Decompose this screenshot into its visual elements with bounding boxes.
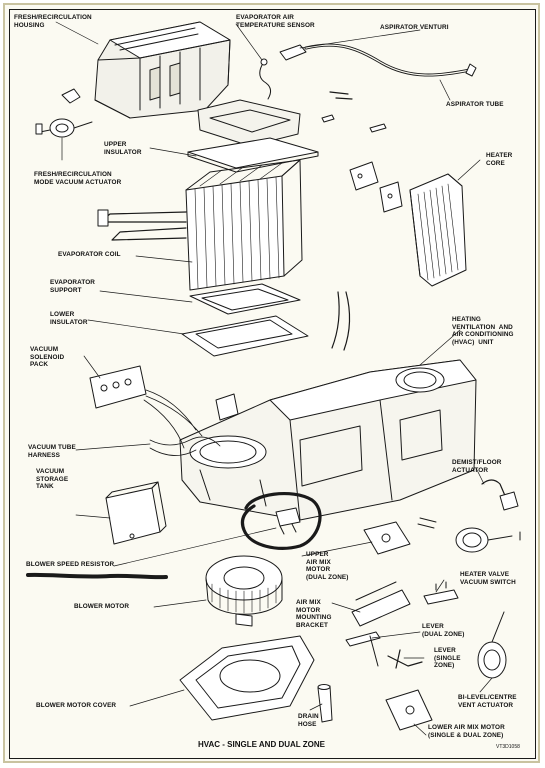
label-vacuum-tube-harness: VACUUM TUBE HARNESS [28, 444, 76, 459]
heater-valve-switch-part [423, 581, 459, 605]
lower-air-mix-motor-part [385, 689, 433, 731]
upper-duct-part [197, 99, 301, 147]
label-evaporator-support: EVAPORATOR SUPPORT [50, 279, 96, 294]
figure-caption: HVAC - SINGLE AND DUAL ZONE [198, 740, 325, 749]
lever-single-zone-part [387, 649, 423, 669]
label-demist-floor-actuator: DEMIST/FLOOR ACTUATOR [452, 459, 502, 474]
demist-floor-actuator-part [481, 479, 519, 511]
figure-code: VT3D1058 [496, 744, 520, 750]
label-vacuum-storage-tank: VACUUM STORAGE TANK [36, 468, 69, 491]
label-aspirator-venturi: ASPIRATOR VENTURI [380, 24, 449, 31]
blower-motor-part [205, 555, 283, 627]
upper-air-mix-motor-part [363, 521, 411, 555]
bilevel-centre-vent-actuator-part [477, 611, 507, 679]
label-lower-air-mix-motor: LOWER AIR MIX MOTOR (SINGLE & DUAL ZONE) [428, 724, 505, 739]
label-heater-core: HEATER CORE [486, 152, 513, 167]
air-mix-bracket-part [351, 581, 411, 627]
label-vacuum-solenoid-pack: VACUUM SOLENOID PACK [30, 346, 65, 369]
vacuum-solenoid-pack-part [89, 365, 203, 449]
aspirator-venturi-part [279, 43, 477, 77]
evaporator-support-part [189, 283, 301, 315]
label-blower-motor-cover: BLOWER MOTOR COVER [36, 702, 117, 709]
label-blower-speed-resistor: BLOWER SPEED RESISTOR [26, 561, 115, 568]
label-air-mix-bracket: AIR MIX MOTOR MOUNTING BRACKET [296, 599, 332, 629]
hvac-unit-part [179, 359, 477, 521]
label-upper-insulator: UPPER INSULATOR [104, 141, 142, 156]
fresh-recirc-actuator-part [35, 118, 93, 138]
label-upper-air-mix-motor: UPPER AIR MIX MOTOR (DUAL ZONE) [306, 551, 349, 581]
label-lower-insulator: LOWER INSULATOR [50, 311, 88, 326]
lower-insulator-part [181, 315, 309, 357]
fresh-recirc-housing-part [61, 21, 231, 119]
hand-drawn-circle [240, 492, 322, 550]
label-aspirator-tube: ASPIRATOR TUBE [446, 101, 504, 108]
label-evap-air-temp-sensor: EVAPORATOR AIR TEMPERATURE SENSOR [236, 14, 315, 29]
label-evaporator-coil: EVAPORATOR COIL [58, 251, 121, 258]
label-hvac-unit: HEATING VENTILATION AND AIR CONDITIONING… [452, 316, 514, 346]
label-lever-single-zone: LEVER (SINGLE ZONE) [434, 647, 461, 670]
evap-temp-sensor-part [259, 58, 272, 100]
blower-motor-cover-part [179, 635, 315, 721]
upper-insulator-part [187, 137, 319, 173]
vacuum-storage-tank-part [105, 481, 167, 545]
label-blower-motor: BLOWER MOTOR [74, 603, 130, 610]
label-lever-dual-zone: LEVER (DUAL ZONE) [422, 623, 465, 638]
heater-core-part [349, 161, 467, 287]
label-fresh-recirc-housing: FRESH/RECIRCULATION HOUSING [14, 14, 92, 29]
blower-speed-resistor-part [275, 507, 301, 535]
label-drain-hose: DRAIN HOSE [298, 713, 319, 728]
label-bilevel-centre-vent-actuator: BI-LEVEL/CENTRE VENT ACTUATOR [458, 694, 517, 709]
label-heater-valve-vacuum-switch: HEATER VALVE VACUUM SWITCH [460, 571, 516, 586]
hand-drawn-underline [26, 572, 168, 580]
bilevel-actuator-top-part [455, 527, 521, 553]
evaporator-coil-part [97, 159, 303, 291]
label-fresh-recirc-actuator: FRESH/RECIRCULATION MODE VACUUM ACTUATOR [34, 171, 122, 186]
drain-hose-part [317, 684, 333, 723]
diagram-border [9, 9, 536, 759]
lever-dual-zone-part [345, 631, 381, 667]
